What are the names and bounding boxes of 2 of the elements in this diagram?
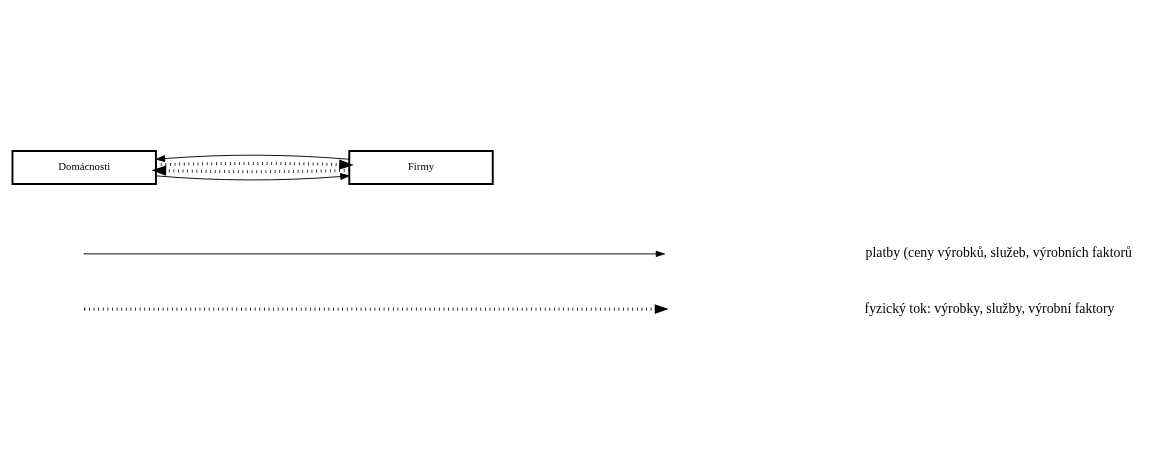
legend-label: fyzický tok: výrobky, služby, výrobní faktory	[864, 300, 1115, 316]
legend-label: platby (ceny výrobků, služeb, výrobních faktorů	[865, 245, 1132, 261]
